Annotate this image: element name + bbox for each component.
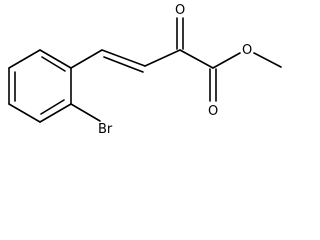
alkene-double-bond-outer — [101, 49, 146, 67]
ring-inner-double-bond — [40, 99, 65, 115]
ring-to-vinyl-bond — [70, 49, 103, 69]
c-br-bond — [70, 103, 101, 122]
ring-bond — [39, 103, 72, 123]
o-methyl-bond — [253, 52, 282, 68]
ring-bond — [8, 49, 41, 69]
ring-bond — [8, 103, 41, 123]
ester-carbonyl-oxygen-label: O — [208, 104, 218, 119]
ketone-oxygen-label: O — [175, 3, 185, 18]
bromine-atom-label: Br — [98, 122, 113, 137]
alkene-double-bond-inner — [103, 56, 144, 73]
benzene-ring — [8, 49, 72, 123]
vinyl-to-ketone-bond — [144, 49, 181, 67]
ring-bond — [39, 49, 72, 69]
ring-inner-double-bond — [41, 56, 66, 72]
ester-ether-oxygen-label: O — [242, 43, 252, 58]
ester-c-o-bond — [212, 52, 241, 69]
chemical-structure: Br O O O — [8, 3, 282, 137]
ketone-to-ester-bond — [179, 49, 214, 69]
